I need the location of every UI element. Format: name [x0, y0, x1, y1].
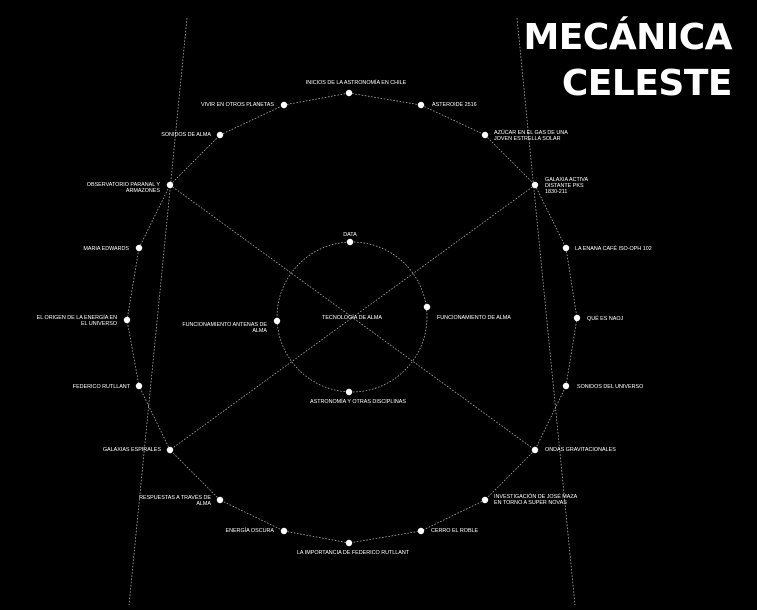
node-label-inicios-de-la-astronomia-en-chile: INICIOS DE LA ASTRONOMÍA EN CHILE: [306, 79, 407, 86]
node-vivir-en-otros-planetas[interactable]: [280, 101, 288, 109]
node-el-origen-de-la-energia-en-el-universo[interactable]: [123, 316, 131, 324]
node-label-ondas-gravitacionales: ONDAS GRAVITACIONALES: [545, 447, 616, 453]
inner-node-label-astronomia-y-otras-disciplinas: ASTRONOMÍA Y OTRAS DISCIPLINAS: [310, 398, 406, 405]
inner-node-data[interactable]: [346, 238, 354, 246]
inner-node-funcionamiento-antenas-de-alma[interactable]: [273, 317, 281, 325]
center-label: TECNOLOGÍA DE ALMA: [322, 314, 382, 321]
node-inicios-de-la-astronomia-en-chile[interactable]: [345, 89, 353, 97]
frame-line-left: [128, 17, 188, 606]
node-federico-rutllant[interactable]: [135, 382, 143, 390]
inner-node-funcionamiento-de-alma[interactable]: [423, 303, 431, 311]
node-label-asteroide-2516: ASTEROIDE 2516: [432, 102, 477, 108]
connection-line-galaxia-espirales: [169, 184, 536, 451]
node-la-importancia-de-federico-rutllant[interactable]: [345, 539, 353, 547]
inner-node-astronomia-y-otras-disciplinas[interactable]: [345, 388, 353, 396]
node-label-que-es-naoj: QUÉ ES NAOJ: [587, 315, 624, 322]
node-sonidos-de-alma[interactable]: [216, 131, 224, 139]
node-ondas-gravitacionales[interactable]: [531, 446, 539, 454]
node-label-sonidos-de-alma: SONIDOS DE ALMA: [161, 132, 211, 138]
node-cerro-el-roble[interactable]: [417, 527, 425, 535]
node-label-maria-edwards: MARIA EDWARDS: [83, 246, 129, 252]
node-label-federico-rutllant: FEDERICO RUTLLANT: [73, 384, 131, 390]
node-asteroide-2516[interactable]: [417, 101, 425, 109]
page-title-line-2: CELESTE: [561, 63, 733, 104]
frame-line-right: [516, 17, 576, 606]
node-label-la-enana-cafe-iso-oph-102: LA ENANA CAFÉ ISO-OPH 102: [575, 245, 652, 252]
node-sonidos-del-universo[interactable]: [562, 382, 570, 390]
outer-ring: [126, 92, 578, 544]
node-respuestas-a-traves-de-alma[interactable]: [216, 496, 224, 504]
node-energia-oscura[interactable]: [280, 527, 288, 535]
node-maria-edwards[interactable]: [135, 244, 143, 252]
node-label-energia-oscura: ENERGÍA OSCURA: [225, 527, 274, 534]
node-label-galaxias-espirales: GALAXIAS ESPIRALES: [103, 447, 162, 453]
node-label-sonidos-del-universo: SONIDOS DEL UNIVERSO: [577, 384, 643, 390]
page-title-line-1: MECÁNICA: [523, 17, 732, 58]
node-galaxias-espirales[interactable]: [166, 446, 174, 454]
node-observatorio-paranal-y-armazones[interactable]: [166, 181, 174, 189]
node-label-cerro-el-roble: CERRO EL ROBLE: [431, 528, 479, 534]
inner-node-label-data: DATA: [343, 232, 357, 238]
node-label-la-importancia-de-federico-rutllant: LA IMPORTANCIA DE FEDERICO RUTLLANT: [297, 550, 410, 556]
node-investigacion-de-jose-maza-en-torno-a-super-novas[interactable]: [481, 496, 489, 504]
node-la-enana-cafe-iso-oph-102[interactable]: [562, 244, 570, 252]
node-galaxia-activa-distante-pks-1830-211[interactable]: [531, 181, 539, 189]
node-label-vivir-en-otros-planetas: VIVIR EN OTROS PLANETAS: [201, 102, 274, 108]
node-azucar-en-el-gas-de-una-joven-estrella-solar[interactable]: [481, 131, 489, 139]
node-que-es-naoj[interactable]: [573, 314, 581, 322]
inner-node-label-funcionamiento-de-alma: FUNCIONAMIENTO DE ALMA: [437, 315, 511, 321]
